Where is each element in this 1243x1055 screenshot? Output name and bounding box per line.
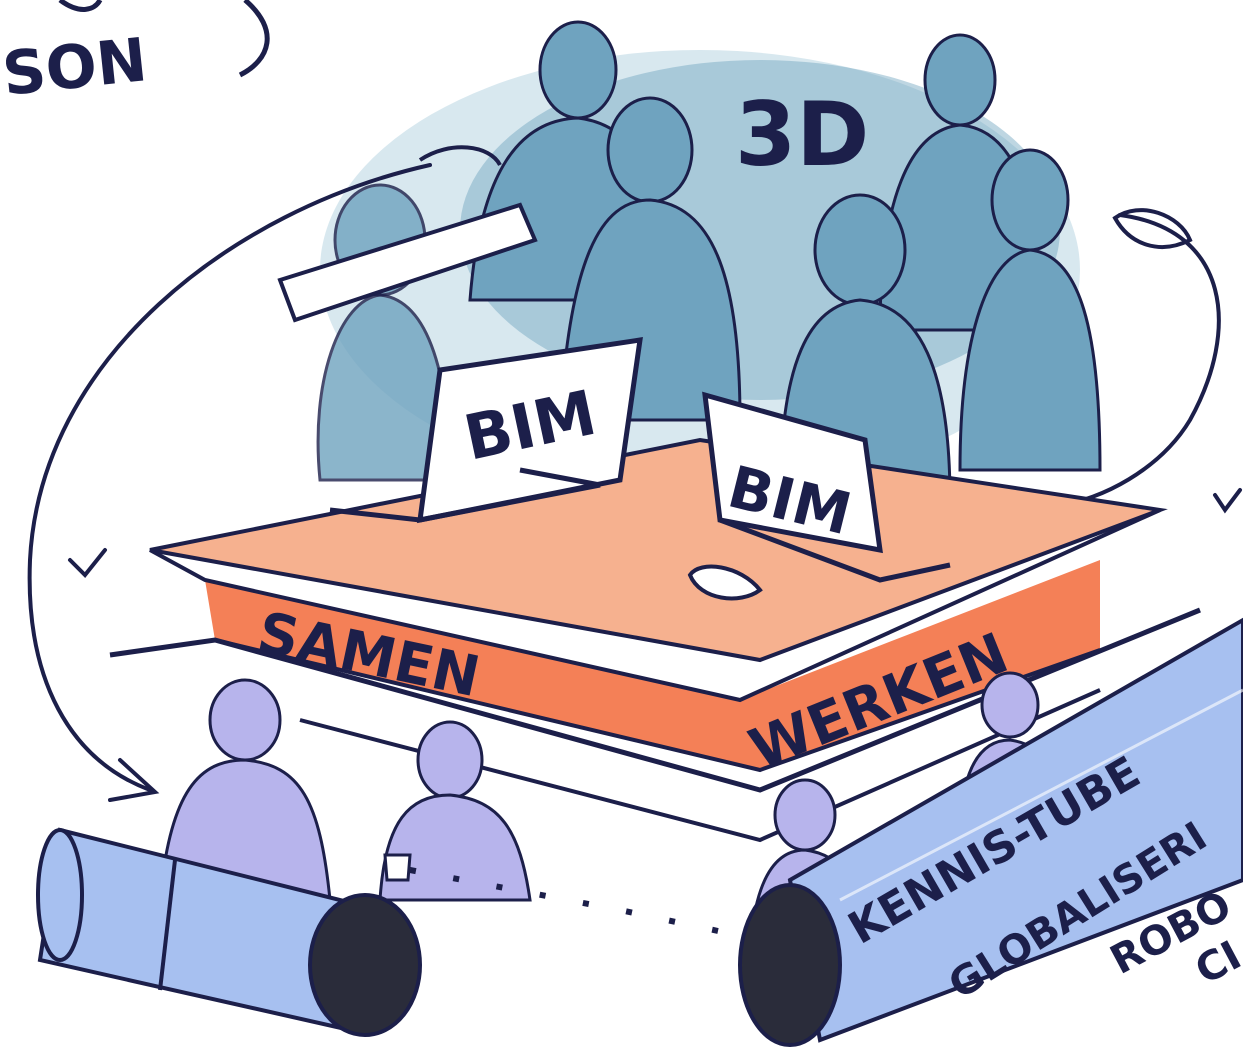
pencil-icon [277, 145, 538, 323]
right-check-icon [1213, 488, 1242, 514]
bracket-stroke [238, 0, 270, 78]
laptop-right: BIM [687, 391, 951, 601]
cycle-arrows [27, 163, 1242, 802]
tube-left [36, 827, 422, 1037]
person-silhouette [958, 148, 1102, 472]
table-platform [109, 437, 1201, 843]
right-curved-arrow [1058, 213, 1221, 507]
son-fragment-label: SON [0, 25, 150, 110]
left-arrow-head-icon [108, 758, 160, 802]
laptop-left: BIM [329, 337, 643, 524]
left-curved-arrow [27, 163, 432, 792]
mouse-icon [687, 564, 763, 601]
top-left-arc-stroke [58, 0, 103, 12]
left-check-icon [68, 548, 107, 578]
tube-opening [738, 883, 842, 1047]
person-silhouette [378, 720, 532, 902]
tube-right [738, 617, 1243, 1047]
cup-icon [383, 853, 412, 882]
dotted-connection [409, 867, 761, 943]
three-d-label: 3D [735, 83, 869, 186]
right-eye-icon [1112, 208, 1193, 249]
tube-opening [308, 893, 422, 1037]
